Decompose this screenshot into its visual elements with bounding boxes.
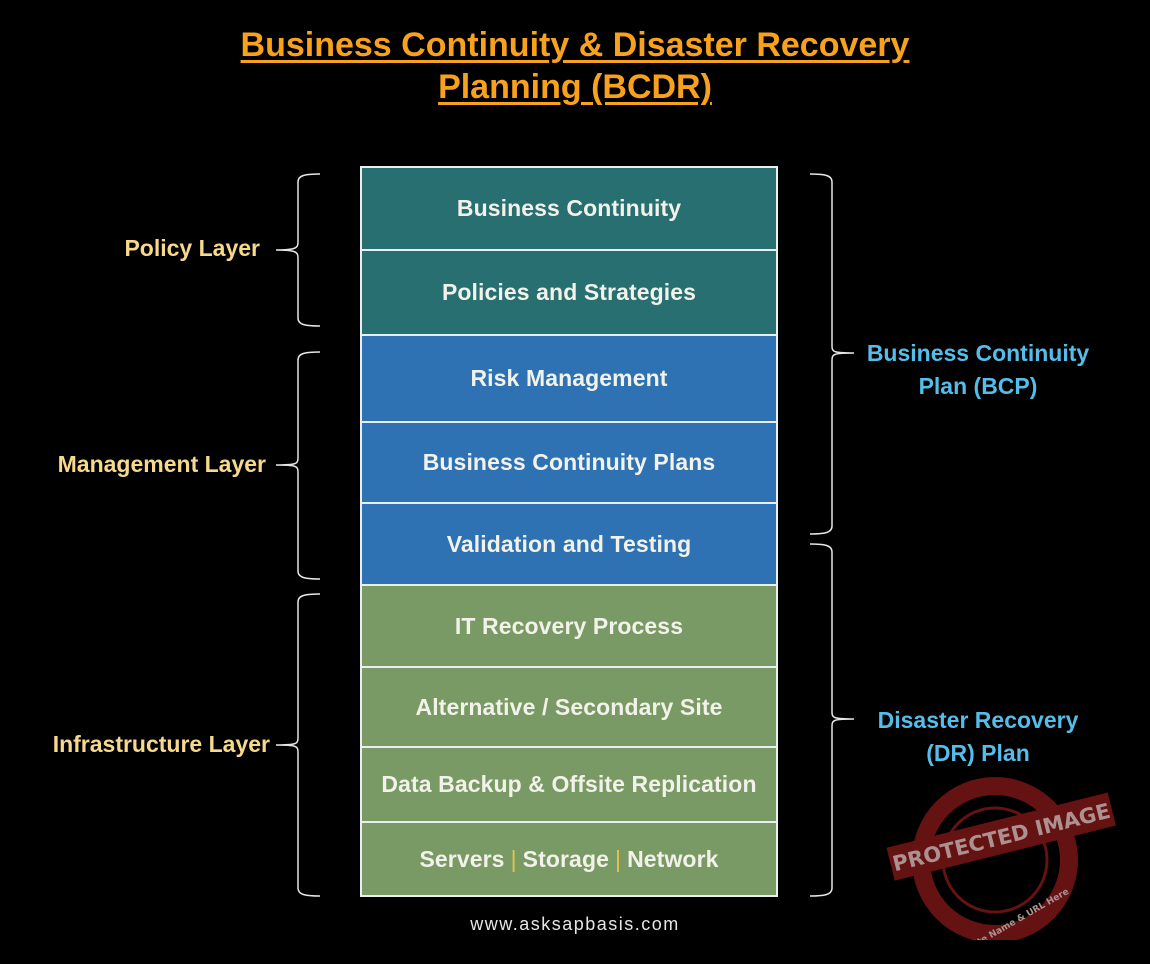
website-footer: www.asksapbasis.com — [470, 914, 680, 934]
separator: | — [510, 845, 517, 872]
block-data-backup-replication: Data Backup & Offsite Replication — [362, 748, 776, 821]
separator: | — [615, 845, 622, 872]
title-line-2: Planning (BCDR) — [438, 68, 712, 106]
label-infrastructure-layer: Infrastructure Layer — [52, 731, 270, 757]
item-servers: Servers — [419, 845, 505, 872]
block-business-continuity-plans: Business Continuity Plans — [362, 423, 776, 502]
bcdr-layer-stack: Business Continuity Policies and Strateg… — [360, 166, 778, 897]
block-servers-storage-network: Servers | Storage | Network — [362, 823, 776, 895]
block-policies-strategies: Policies and Strategies — [362, 251, 776, 334]
item-network: Network — [627, 845, 719, 872]
stamp-banner — [886, 792, 1116, 881]
label-bcp: Business Continuity Plan (BCP) — [858, 337, 1098, 403]
label-policy-layer: Policy Layer — [124, 235, 260, 261]
block-it-recovery-process: IT Recovery Process — [362, 586, 776, 666]
block-business-continuity: Business Continuity — [362, 168, 776, 249]
protected-image-watermark: PROTECTED IMAGE My Website Name & URL He… — [886, 777, 1116, 940]
label-dr-line-1: Disaster Recovery — [877, 707, 1079, 733]
label-dr-line-2: (DR) Plan — [926, 740, 1030, 766]
block-alternative-secondary-site: Alternative / Secondary Site — [362, 668, 776, 746]
label-dr: Disaster Recovery (DR) Plan — [858, 704, 1098, 770]
item-storage: Storage — [522, 845, 609, 872]
label-management-layer: Management Layer — [57, 451, 266, 477]
brace-management-layer — [275, 351, 321, 580]
brace-bcp — [809, 173, 855, 535]
label-bcp-line-2: Plan (BCP) — [918, 373, 1038, 399]
brace-policy-layer — [275, 173, 321, 327]
label-bcp-line-1: Business Continuity — [866, 340, 1090, 366]
brace-infrastructure-layer — [275, 593, 321, 897]
brace-dr — [809, 543, 855, 897]
block-risk-management: Risk Management — [362, 336, 776, 421]
title-line-1: Business Continuity & Disaster Recovery — [240, 26, 910, 64]
diagram-title: Business Continuity & Disaster Recovery … — [0, 24, 1150, 108]
block-validation-testing: Validation and Testing — [362, 504, 776, 584]
